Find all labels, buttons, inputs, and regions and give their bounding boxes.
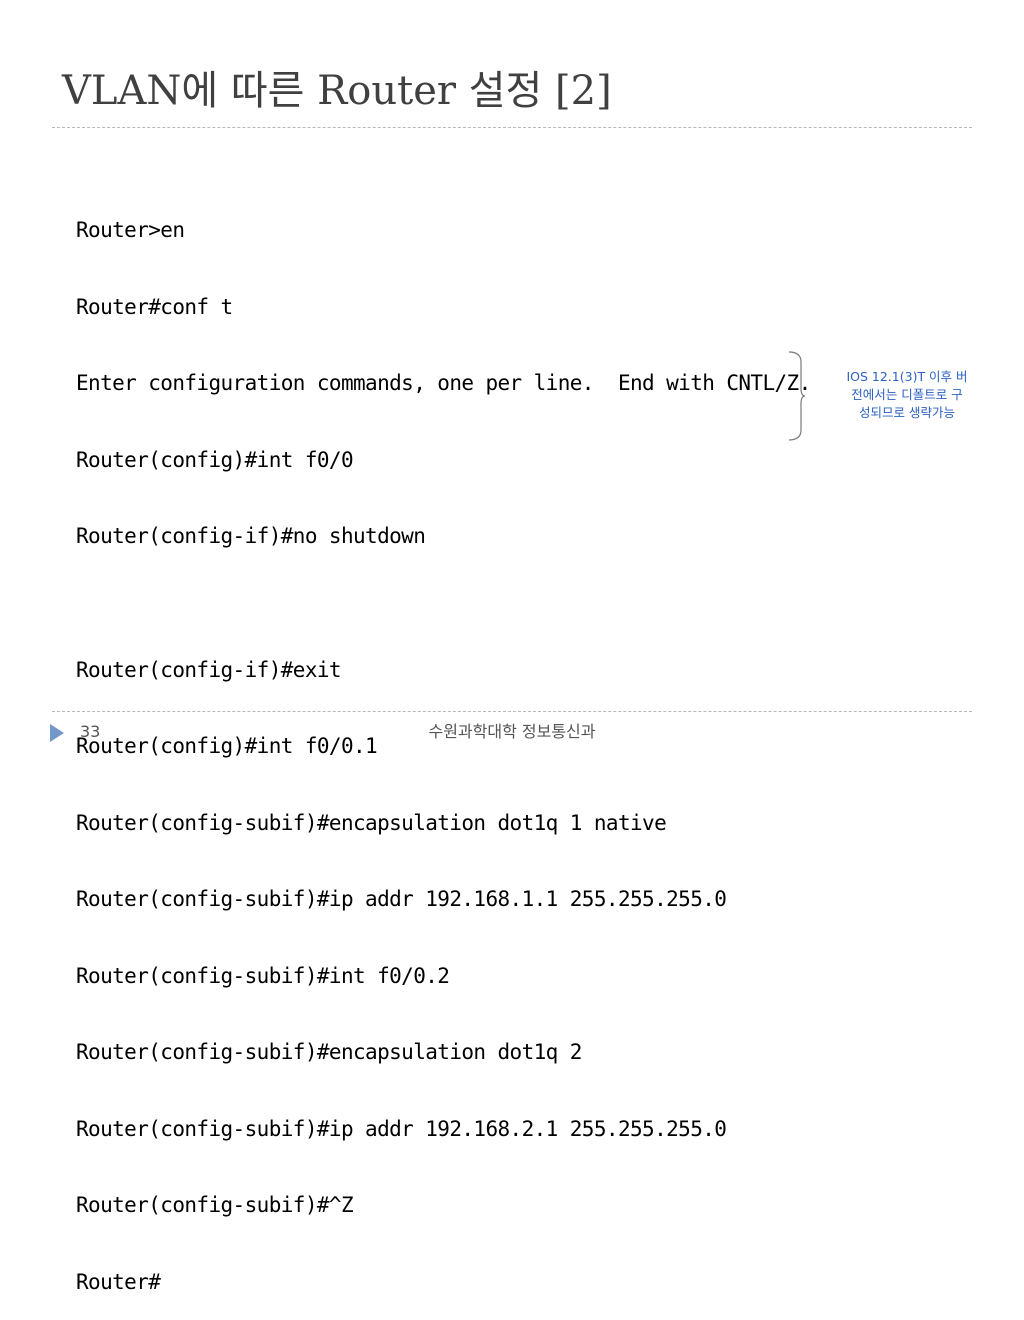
code-line: Router(config)#int f0/0.1	[76, 734, 378, 758]
code-line: Router(config-subif)#ip addr 192.168.2.1…	[76, 1116, 727, 1141]
code-line: Router#conf t	[76, 294, 233, 319]
code-line: Router>en	[76, 218, 185, 242]
annotation-line: 전에서는 디폴트로 구	[851, 387, 963, 402]
code-line: Router(config-subif)#encapsulation dot1q…	[76, 810, 667, 835]
footer-department: 수원과학대학 정보통신과	[428, 722, 596, 741]
annotation-line: 성되므로 생략가능	[859, 405, 955, 420]
triangle-bullet-icon	[50, 724, 64, 742]
title-divider	[52, 127, 972, 128]
right-brace-icon	[788, 351, 806, 441]
code-line: Router(config-subif)#encapsulation dot1q…	[76, 1040, 582, 1064]
code-gap	[76, 599, 811, 608]
code-line: Router(config-subif)#int f0/0.2	[76, 963, 450, 988]
page-number: 33	[80, 722, 101, 741]
code-line: Router(config-if)#no shutdown	[76, 524, 426, 548]
code-line: Enter configuration commands, one per li…	[76, 371, 811, 395]
footer-divider	[52, 711, 972, 712]
code-line: Router(config-subif)#^Z	[76, 1193, 354, 1217]
slide-title: VLAN에 따른 Router 설정 [2]	[62, 68, 612, 114]
code-line: Router#	[76, 1269, 161, 1294]
annotation-note: IOS 12.1(3)T 이후 버 전에서는 디폴트로 구 성되므로 생략가능	[818, 368, 996, 422]
annotation-line: IOS 12.1(3)T 이후 버	[846, 369, 968, 384]
router-config-code: Router>en Router#conf t Enter configurat…	[76, 168, 811, 1320]
code-line: Router(config-subif)#ip addr 192.168.1.1…	[76, 887, 727, 911]
code-line: Router(config)#int f0/0	[76, 447, 354, 472]
code-line: Router(config-if)#exit	[76, 657, 342, 682]
